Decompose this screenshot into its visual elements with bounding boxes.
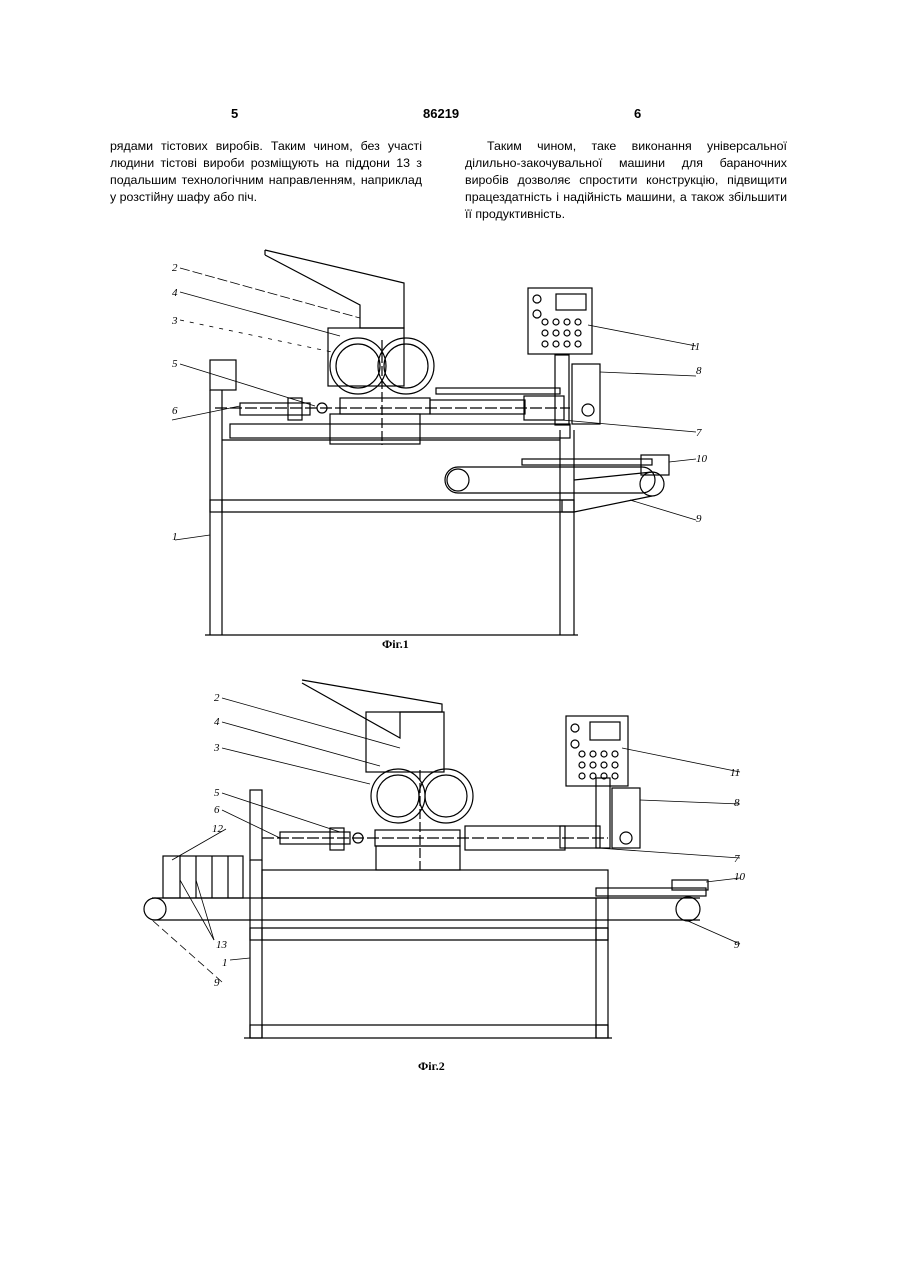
page-number-right: 6 — [634, 106, 641, 121]
fig1-label-5: 5 — [172, 358, 178, 370]
page-number-left: 5 — [231, 106, 238, 121]
fig2-label-12: 12 — [212, 823, 224, 835]
fig1-label-3: 3 — [171, 315, 178, 327]
fig2-label-3: 3 — [213, 742, 220, 754]
left-column: рядами тістових виробів. Таким чином, бе… — [110, 138, 422, 206]
fig1-label-6: 6 — [172, 405, 178, 417]
fig2-label-1: 1 — [222, 957, 228, 969]
patent-number: 86219 — [423, 106, 459, 121]
fig2-label-5: 5 — [214, 787, 220, 799]
right-column: Таким чином, таке виконання універсально… — [465, 138, 787, 223]
figure-2-caption: Фіг.2 — [418, 1059, 445, 1074]
fig1-label-8: 8 — [696, 365, 702, 377]
left-column-text: рядами тістових виробів. Таким чином, бе… — [110, 138, 422, 206]
fig2-label-7: 7 — [734, 853, 740, 865]
fig2-label-6: 6 — [214, 804, 220, 816]
fig2-label-9-right: 9 — [734, 939, 740, 951]
fig2-label-8: 8 — [734, 797, 740, 809]
fig1-label-2: 2 — [172, 262, 178, 274]
fig1-label-4: 4 — [172, 287, 178, 299]
fig1-label-1: 1 — [172, 531, 178, 543]
fig2-label-13: 13 — [216, 939, 228, 951]
fig2-label-11: 11 — [730, 767, 740, 779]
fig2-label-10: 10 — [734, 871, 746, 883]
figure-1-caption: Фіг.1 — [382, 637, 409, 652]
fig2-label-2: 2 — [214, 692, 220, 704]
fig2-label-9-left: 9 — [214, 977, 220, 989]
figure-1-drawing: 2 4 3 5 6 1 11 8 7 10 9 — [160, 240, 720, 640]
fig1-label-9: 9 — [696, 513, 702, 525]
fig2-label-4: 4 — [214, 716, 220, 728]
figure-2-drawing: 2 4 3 5 6 12 13 1 9 11 8 7 10 9 — [130, 670, 760, 1070]
fig1-label-10: 10 — [696, 453, 708, 465]
fig1-label-7: 7 — [696, 427, 702, 439]
fig1-label-11: 11 — [690, 341, 700, 353]
right-column-text: Таким чином, таке виконання універсально… — [465, 138, 787, 223]
